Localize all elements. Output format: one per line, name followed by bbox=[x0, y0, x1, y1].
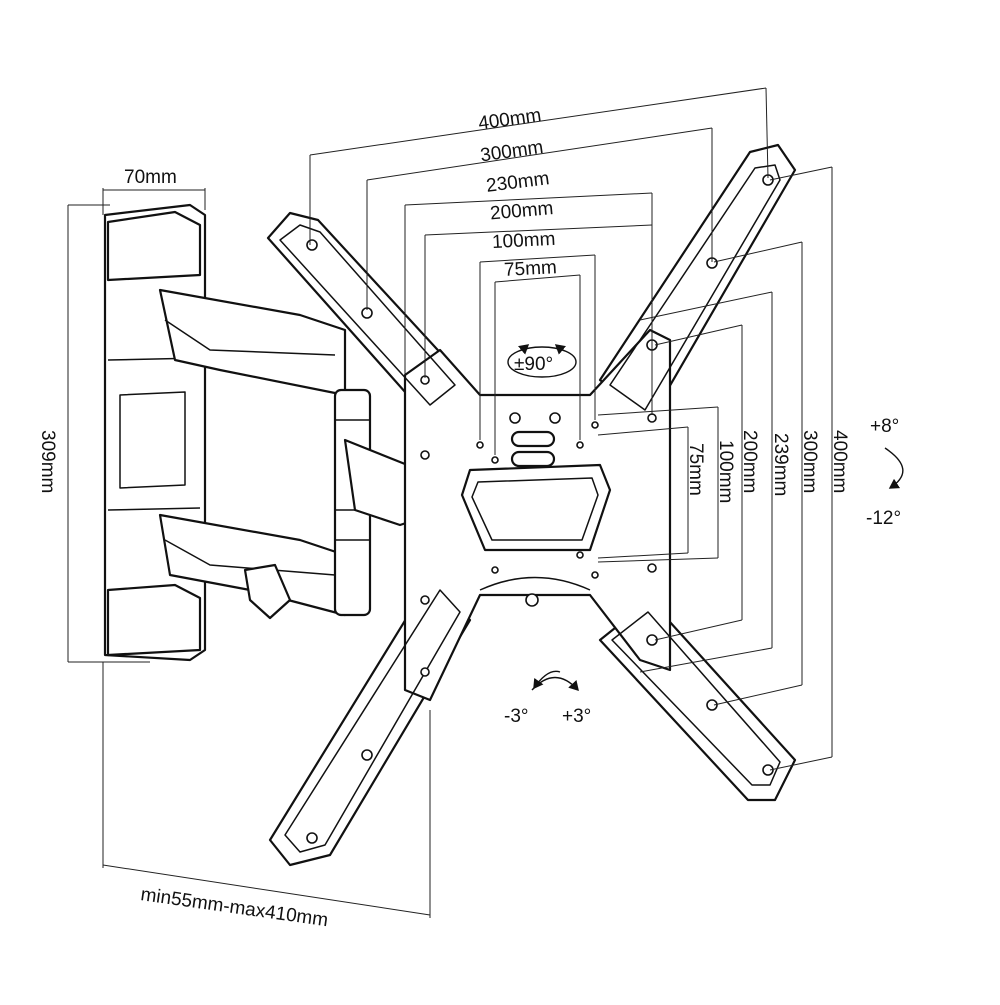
swing-arm bbox=[158, 288, 432, 620]
level-right-label: +3° bbox=[562, 706, 591, 727]
width-200-label: 200mm bbox=[489, 198, 554, 224]
wall-plate-height-label: 309mm bbox=[37, 430, 58, 493]
rotation-indicator: ±90° bbox=[507, 344, 577, 378]
wall-plate-dimensions: 70mm 309mm bbox=[37, 167, 206, 663]
extension-label: min55mm-max410mm bbox=[139, 884, 329, 931]
wall-plate bbox=[103, 203, 207, 662]
height-dimensions: 75mm 100mm 200mm 239mm 300mm 400mm bbox=[597, 166, 850, 771]
height-200-label: 200mm bbox=[739, 430, 760, 493]
level-adjust-indicator: -3° +3° bbox=[504, 670, 591, 727]
rotation-label: ±90° bbox=[514, 354, 553, 375]
width-400-label: 400mm bbox=[477, 105, 543, 135]
level-left-label: -3° bbox=[504, 706, 529, 727]
width-300-label: 300mm bbox=[479, 137, 545, 167]
width-100-label: 100mm bbox=[492, 229, 556, 253]
height-400-label: 400mm bbox=[829, 430, 850, 493]
height-300-label: 300mm bbox=[799, 430, 820, 493]
width-75-label: 75mm bbox=[504, 257, 558, 281]
height-239-label: 239mm bbox=[770, 433, 791, 496]
height-100-label: 100mm bbox=[715, 440, 736, 503]
width-230-label: 230mm bbox=[485, 168, 550, 197]
wall-plate-width-label: 70mm bbox=[124, 167, 177, 188]
tilt-indicator: +8° -12° bbox=[866, 416, 904, 529]
height-75-label: 75mm bbox=[685, 443, 706, 496]
tilt-down-label: -12° bbox=[866, 508, 901, 529]
tilt-up-label: +8° bbox=[870, 416, 899, 437]
vesa-bracket bbox=[266, 143, 797, 867]
